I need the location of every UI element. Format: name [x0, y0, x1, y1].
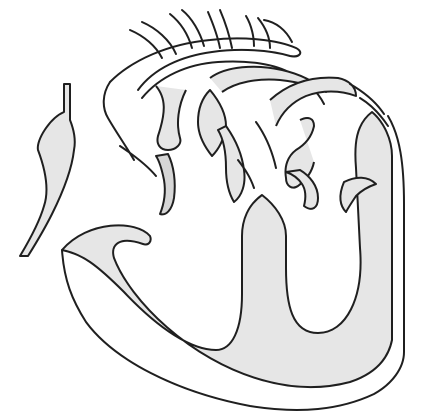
heart-diagram-canvas: [0, 0, 430, 416]
heart-outline-drawing: [0, 0, 430, 416]
